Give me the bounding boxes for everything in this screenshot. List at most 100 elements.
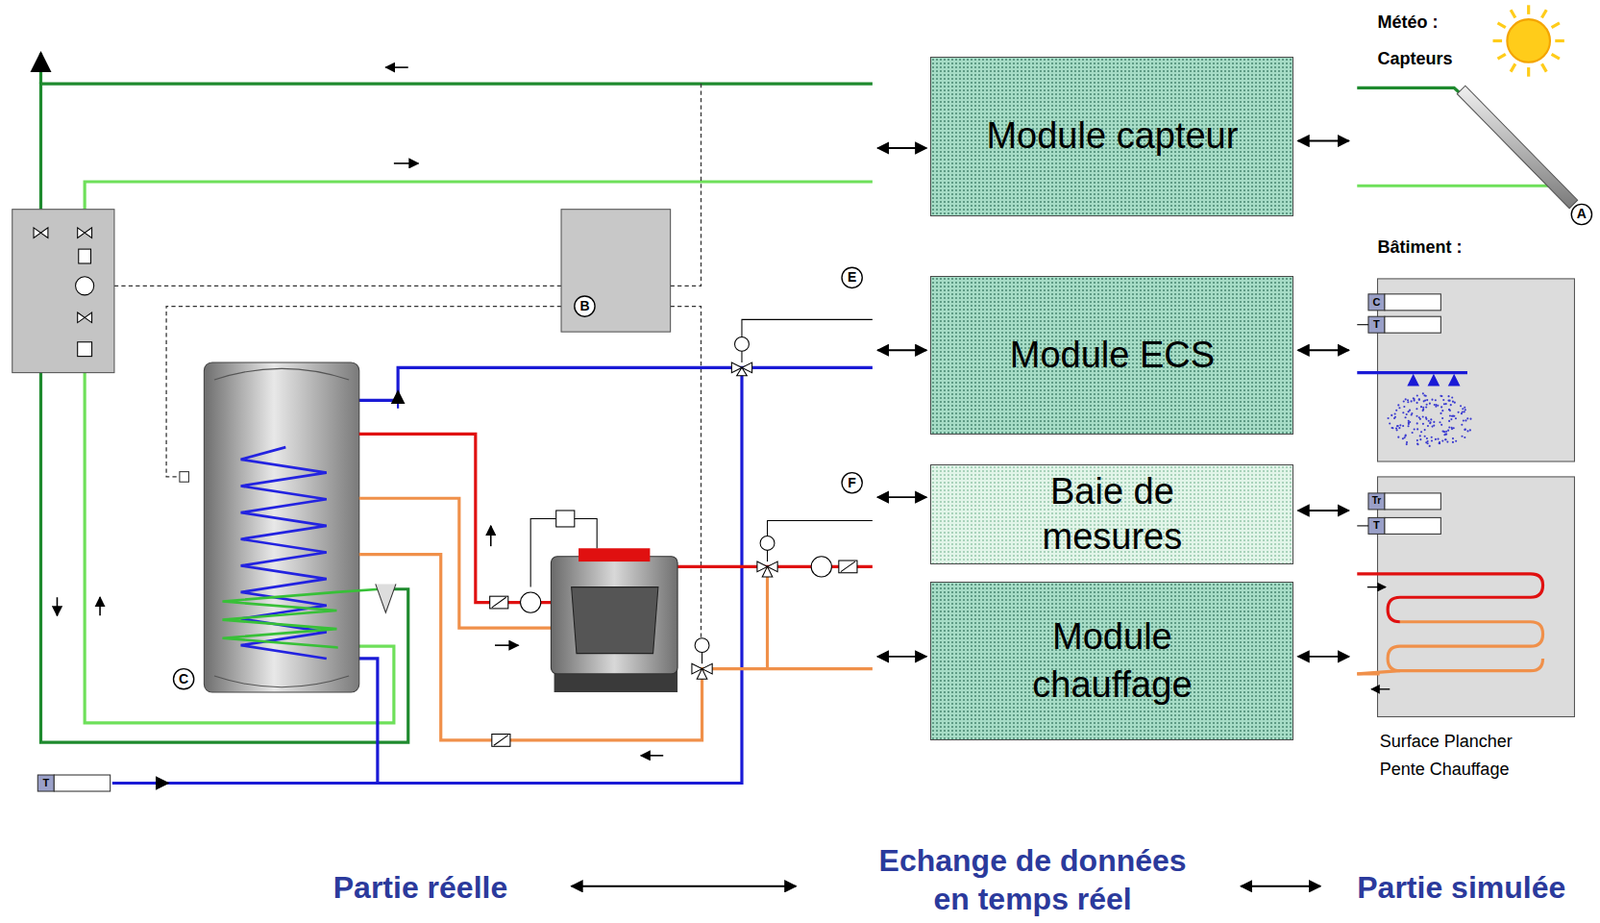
water-drop (1441, 429, 1444, 432)
water-drop (1428, 421, 1431, 424)
water-drop (1427, 419, 1430, 422)
building-panel (1356, 573, 1543, 622)
building-panel (1384, 294, 1441, 311)
water-drop (1422, 422, 1425, 425)
exchange-arrow (1298, 140, 1350, 143)
sun-ray (1526, 4, 1530, 15)
water-drop (1438, 442, 1441, 444)
boiler-pipe (359, 433, 552, 602)
boiler (530, 510, 678, 692)
flow-arrow (393, 162, 419, 165)
water-drop (1463, 436, 1466, 439)
water-drop (1461, 410, 1464, 413)
water-drop (1424, 428, 1427, 431)
water-drop (1405, 441, 1408, 444)
water-drop (1405, 443, 1408, 445)
panel-label: Météo : (1378, 11, 1439, 34)
exchange-arrow (1240, 885, 1321, 887)
sun-ray (1497, 53, 1505, 59)
water-drop (1398, 426, 1401, 429)
exchange-arrow (877, 655, 927, 658)
boiler-pipe (359, 497, 552, 628)
water-drop (1450, 418, 1453, 420)
water-drop (1411, 431, 1414, 434)
building-panel (1387, 392, 1473, 447)
water-drop (1428, 444, 1431, 447)
storage-tank (214, 368, 349, 380)
water-drop (1450, 403, 1453, 406)
sun-ray (1551, 23, 1560, 28)
control-wire (767, 520, 873, 537)
callout-letter: F (840, 472, 863, 493)
water-drop (1449, 399, 1452, 402)
water-drop (1416, 442, 1419, 444)
water-drop (1394, 412, 1397, 415)
building-panel (1406, 373, 1460, 387)
water-drop (1390, 426, 1393, 429)
water-drop (1427, 440, 1429, 443)
water-drop (1441, 417, 1444, 419)
boiler (550, 556, 678, 674)
solar-collector (1356, 85, 1577, 208)
building-panel (1356, 370, 1468, 374)
module-label: Module ECS (1009, 333, 1215, 378)
water-drop (1430, 436, 1433, 439)
boiler (578, 547, 650, 562)
module-label: Module capteur (985, 114, 1238, 159)
water-drop (1407, 410, 1410, 413)
pump-valve (840, 561, 856, 572)
water-drop (1416, 401, 1419, 404)
solar-station (75, 276, 95, 296)
water-drop (1403, 399, 1405, 402)
flow-arrow (385, 66, 408, 69)
water-drop (1448, 425, 1451, 428)
water-drop (1442, 430, 1445, 433)
flow-arrow (98, 596, 101, 616)
building-panel (1356, 278, 1575, 462)
water-drop (1463, 406, 1466, 409)
water-drop (1423, 399, 1426, 402)
water-drop (1454, 417, 1457, 419)
water-drop (1419, 438, 1422, 441)
water-drop (1429, 418, 1432, 420)
water-drop (1390, 414, 1393, 417)
water-drop (1440, 394, 1443, 397)
sun (1506, 19, 1551, 63)
pump-valve (694, 638, 710, 653)
water-drop (1452, 400, 1454, 403)
water-drop (1412, 396, 1415, 399)
sun-ray (1551, 53, 1560, 59)
pump-valve (490, 336, 858, 746)
water-drop (1415, 407, 1418, 410)
flow-arrow (640, 754, 664, 757)
storage-tank (375, 583, 396, 613)
water-drop (1397, 424, 1400, 427)
exchange-arrow (877, 348, 927, 351)
water-drop (1404, 433, 1407, 436)
building-panel (1384, 516, 1441, 534)
pump-valve (766, 548, 768, 562)
storage-tank (179, 362, 396, 692)
pump-valve (490, 595, 509, 609)
pump-valve (737, 367, 748, 375)
temperature-sensor (37, 774, 54, 791)
water-drop (1413, 427, 1416, 430)
water-drop (1410, 399, 1413, 402)
sensor-letter: T (1368, 316, 1385, 333)
water-drop (1405, 413, 1408, 416)
water-drop (1439, 394, 1442, 397)
water-drop (1426, 398, 1428, 401)
water-drop (1395, 409, 1398, 412)
water-drop (1452, 415, 1454, 418)
water-drop (1441, 409, 1444, 412)
water-drop (1416, 421, 1419, 424)
sun-ray (1510, 9, 1516, 18)
sun-ray (1497, 23, 1505, 28)
water-drop (1403, 436, 1405, 439)
water-drop (1428, 402, 1431, 405)
water-drop (1459, 404, 1462, 407)
water-drop (1416, 443, 1419, 445)
callout-letter: E (840, 267, 863, 288)
water-drop (1431, 425, 1434, 428)
exchange-arrow (877, 147, 927, 149)
